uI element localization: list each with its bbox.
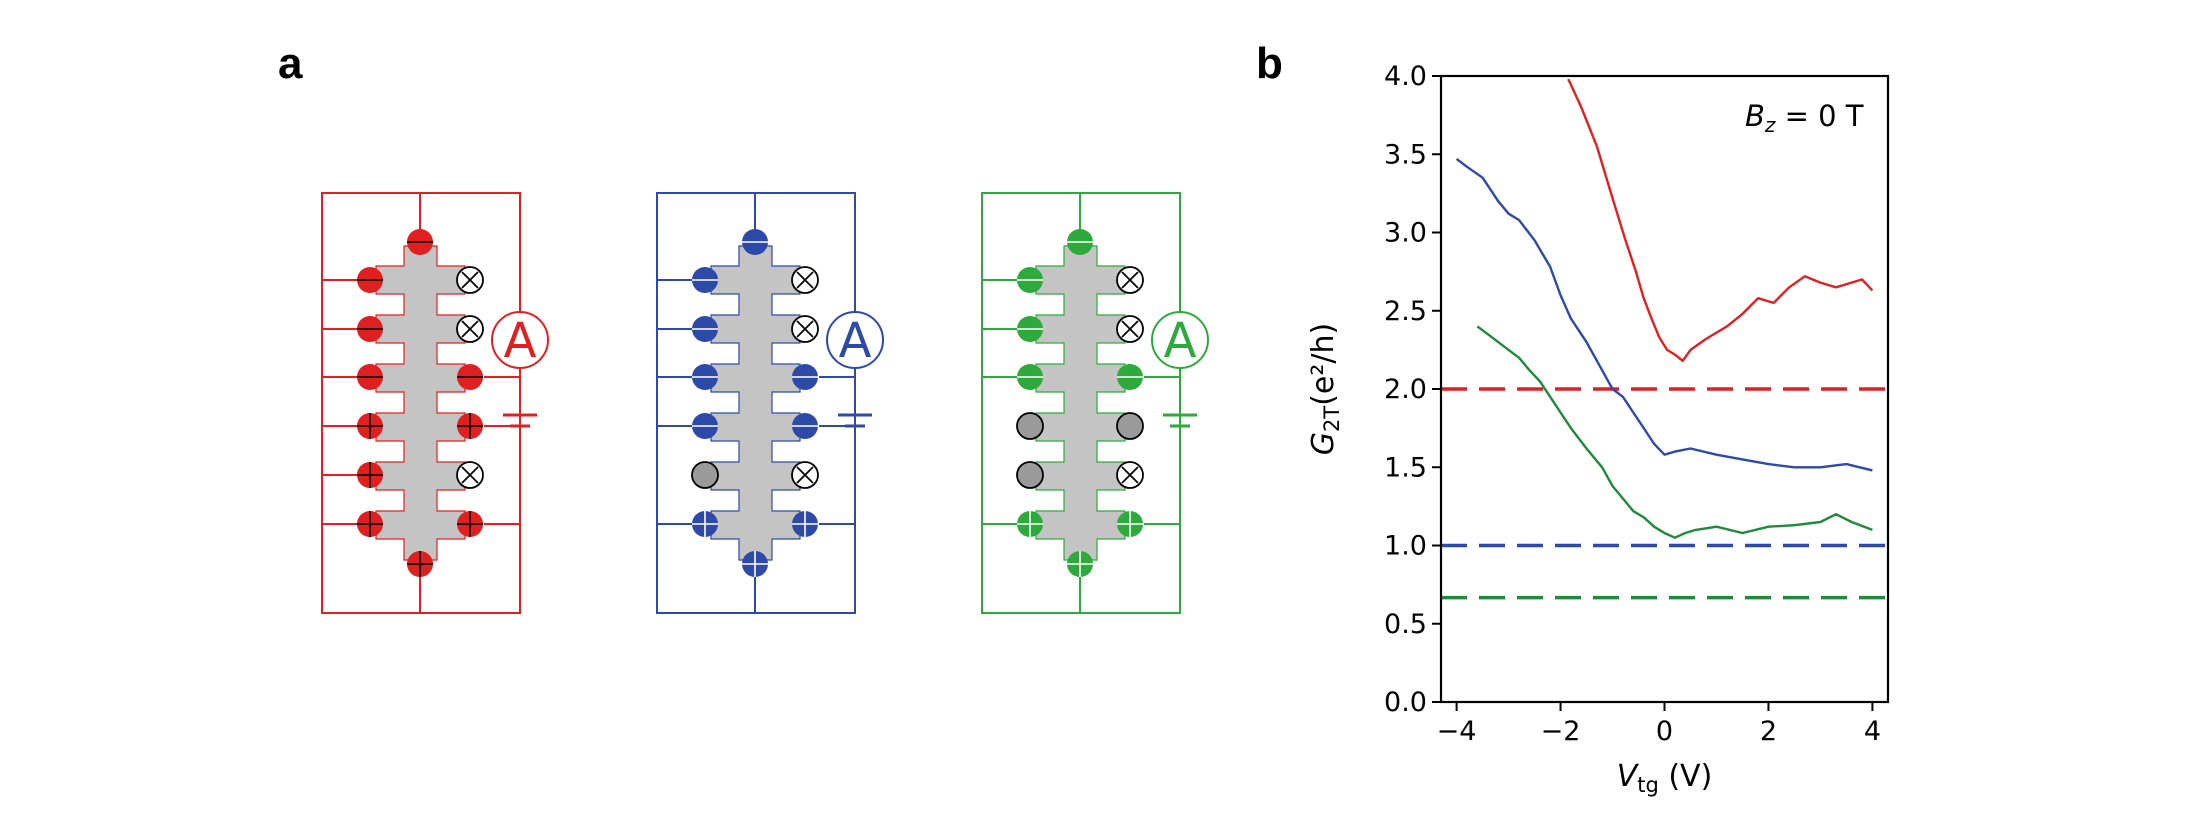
plot-area — [1441, 78, 1888, 600]
y-tick-label: 3.5 — [1384, 139, 1427, 170]
y-tick-label: 1.5 — [1384, 452, 1427, 483]
series-line — [1567, 78, 1874, 362]
x-tick-label: 0 — [1656, 716, 1673, 747]
green-circuit: A — [981, 192, 1209, 614]
y-axis-var: G — [1306, 432, 1341, 455]
blue-circuit: A — [656, 192, 884, 614]
contact-right-x — [1121, 466, 1139, 484]
y-tick-label: 3.0 — [1384, 218, 1427, 249]
contact-right-x — [1121, 320, 1139, 338]
y-tick-label: 2.0 — [1384, 374, 1427, 405]
contact-right-x — [796, 271, 814, 289]
contact-left — [691, 461, 719, 489]
ammeter-label: A — [1164, 313, 1197, 369]
x-tick-label: −4 — [1437, 716, 1477, 747]
contact-left — [1016, 412, 1044, 440]
contact-right-x — [461, 271, 479, 289]
panel-label-b: b — [1256, 39, 1283, 88]
field-annotation: Bz = 0 T — [1745, 99, 1864, 137]
ammeter-label: A — [839, 313, 872, 369]
series-line — [1455, 157, 1873, 472]
contact-right-x — [796, 466, 814, 484]
x-tick-label: −2 — [1541, 716, 1581, 747]
x-axis-rest: (V) — [1659, 759, 1712, 794]
red-circuit: A — [321, 192, 549, 614]
hall-bar-body — [710, 245, 801, 561]
x-tick-label: 4 — [1864, 716, 1881, 747]
hall-bar-body — [375, 245, 466, 561]
annotation-rest: = 0 T — [1775, 99, 1863, 133]
ammeter — [1151, 311, 1209, 369]
y-axis-label: G2T(e²/h) — [1306, 323, 1344, 455]
y-axis-sub: 2T — [1320, 406, 1344, 432]
annotation-sub: z — [1764, 113, 1776, 137]
contact-left — [1016, 461, 1044, 489]
ammeter — [491, 311, 549, 369]
x-tick-label: 2 — [1760, 716, 1777, 747]
conductance-chart: −4 −2 0 2 4 0.0 0.5 1.0 1.5 2.0 2.5 3.0 3.5 4.0 Bz = … — [1306, 61, 1890, 797]
x-axis-label: Vtg (V) — [1617, 759, 1713, 797]
x-axis-sub: tg — [1637, 773, 1659, 797]
series-line — [1476, 325, 1873, 539]
ammeter-label: A — [504, 313, 537, 369]
axis-ticks: −4 −2 0 2 4 0.0 0.5 1.0 1.5 2.0 2.5 3.0 3.5 4.0 — [1384, 61, 1881, 747]
ammeter — [826, 311, 884, 369]
annotation-var: B — [1745, 99, 1765, 133]
y-tick-label: 0.0 — [1384, 687, 1427, 718]
contact-right-x — [461, 466, 479, 484]
plot-frame — [1439, 74, 1890, 704]
contact-right — [1116, 412, 1144, 440]
contact-right-x — [1121, 271, 1139, 289]
y-axis-rest: (e²/h) — [1306, 323, 1341, 406]
y-tick-label: 1.0 — [1384, 531, 1427, 562]
hall-bar-body — [1035, 245, 1126, 561]
y-tick-label: 4.0 — [1384, 61, 1427, 92]
y-tick-label: 2.5 — [1384, 296, 1427, 327]
contact-right-x — [461, 320, 479, 338]
contact-right-x — [796, 320, 814, 338]
x-axis-var: V — [1617, 759, 1640, 794]
panel-label-a: a — [278, 39, 303, 88]
y-tick-label: 0.5 — [1384, 609, 1427, 640]
